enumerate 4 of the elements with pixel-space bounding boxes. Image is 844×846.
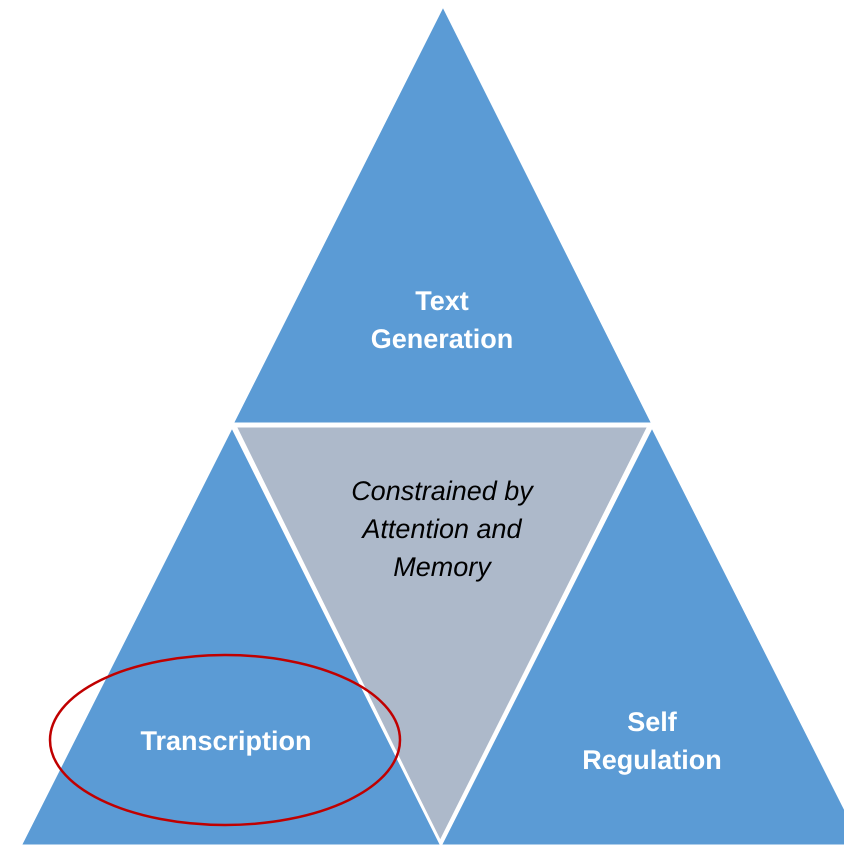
triangle-label: Text Generation xyxy=(370,285,514,356)
triangle-label: Constrained by Attention and Memory xyxy=(350,475,535,584)
triangle-label: Self Regulation xyxy=(581,706,723,777)
triangle-label: Transcription xyxy=(139,725,313,758)
